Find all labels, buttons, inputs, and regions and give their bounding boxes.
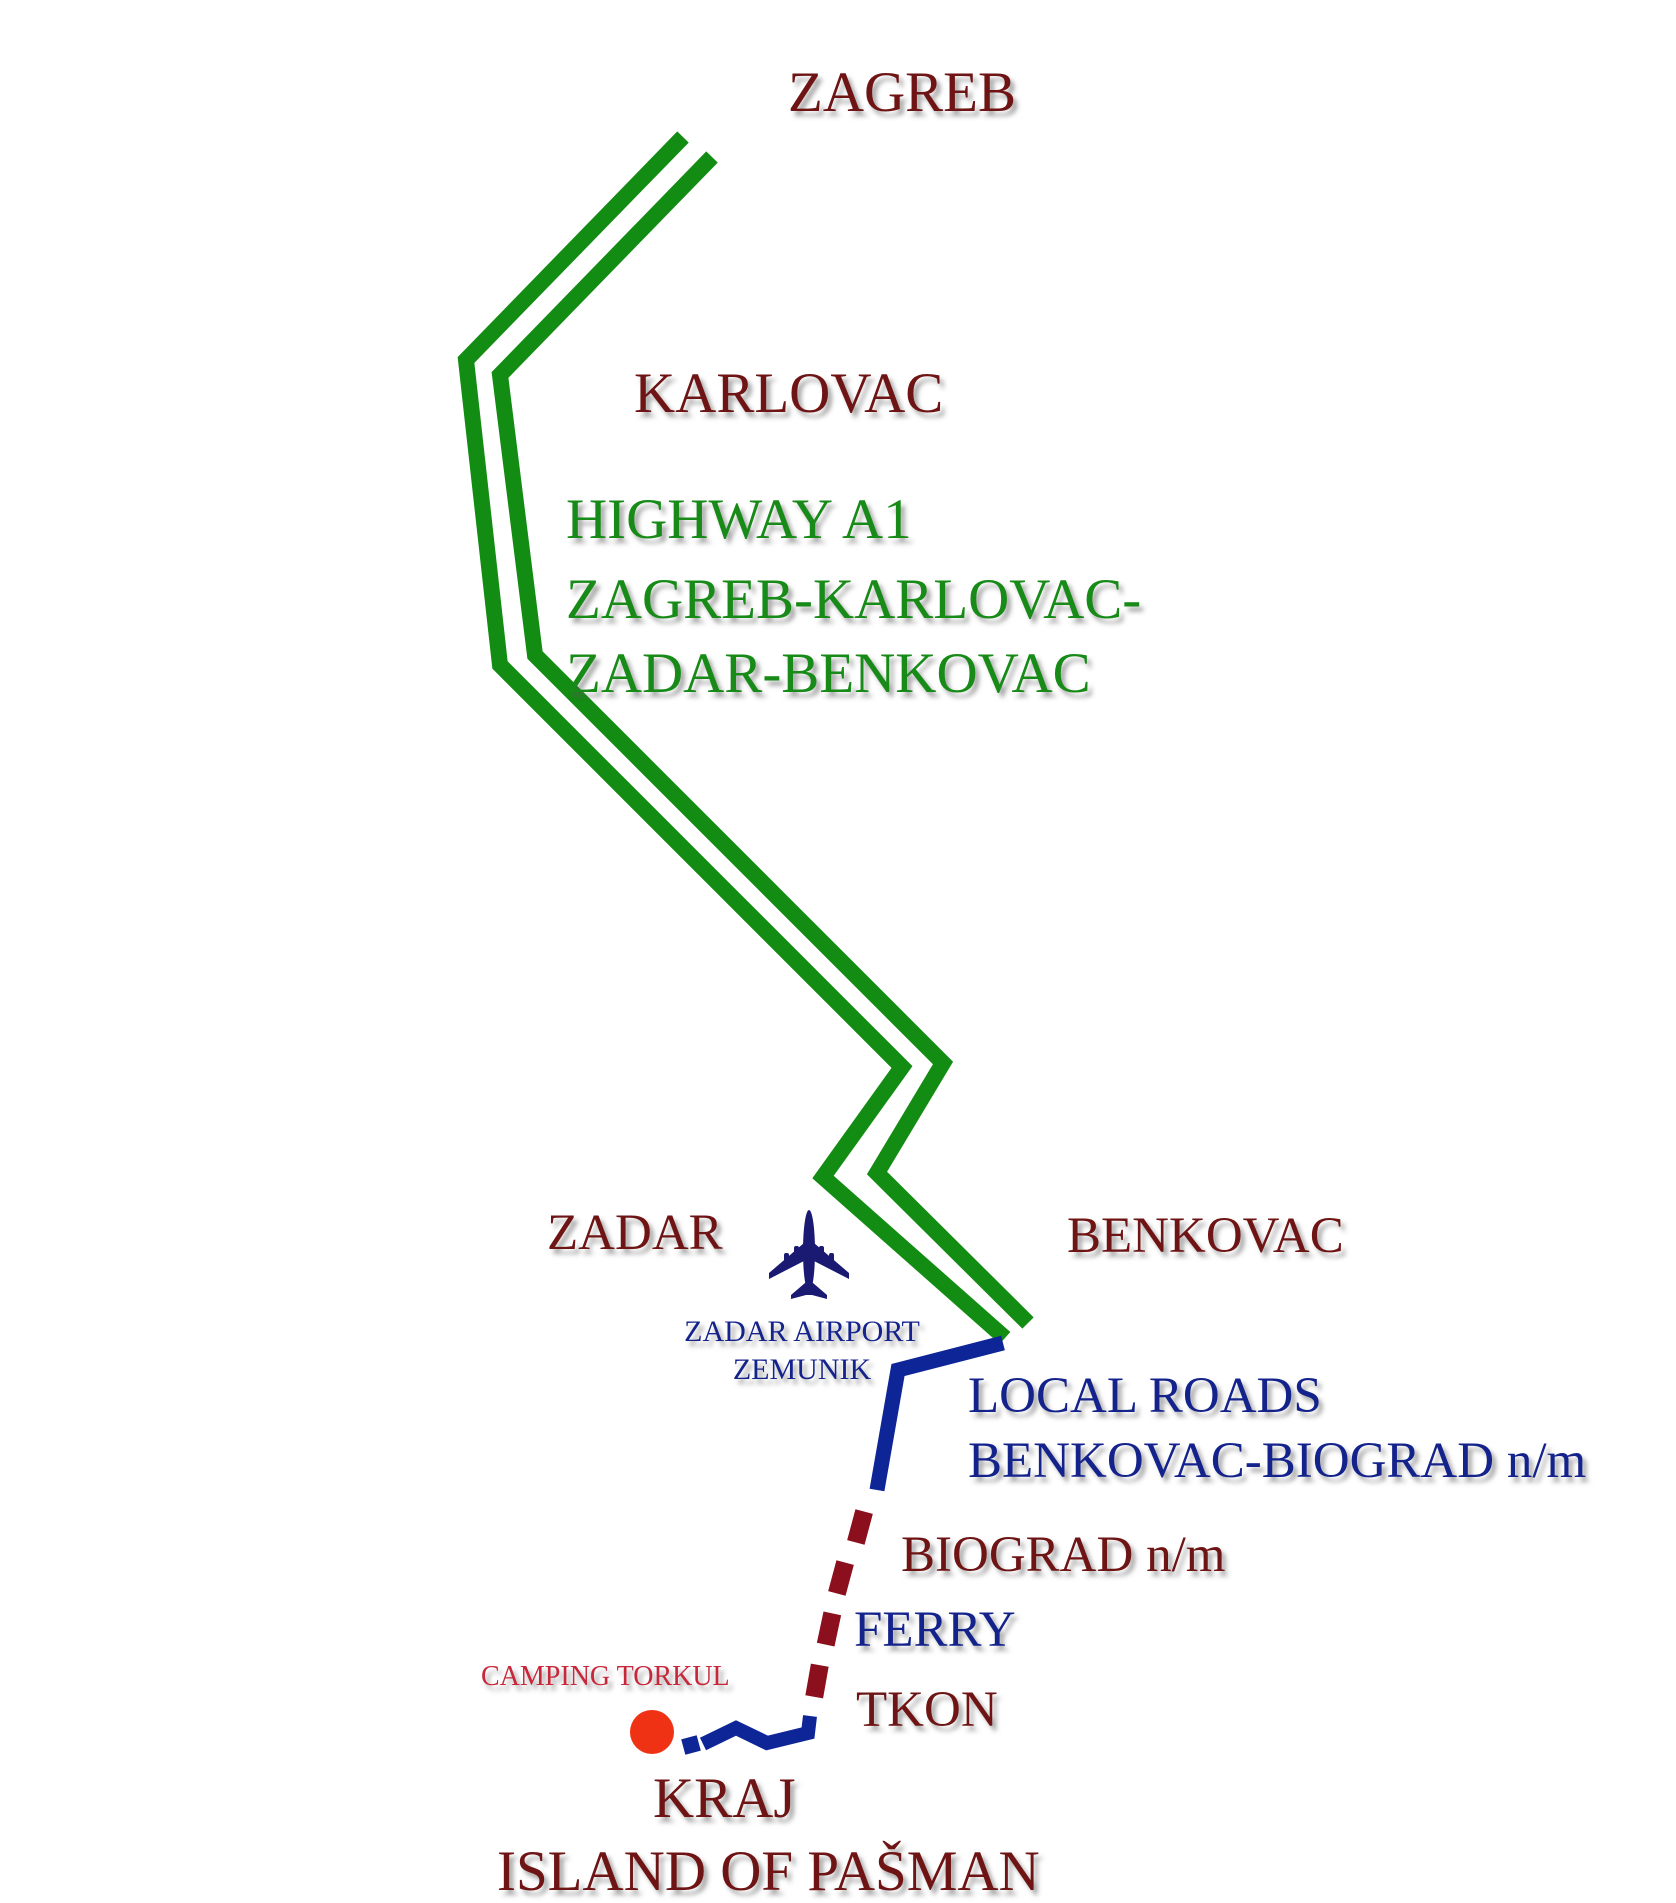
highway-label-line2: ZAGREB-KARLOVAC- [566,568,1142,631]
highway-label-line3: ZADAR-BENKOVAC [566,642,1091,705]
local-roads-label-line1: LOCAL ROADS [968,1368,1322,1424]
label-tkon: TKON [856,1682,998,1738]
label-ferry: FERRY [854,1602,1016,1658]
island-road [681,1715,817,1755]
camping-marker [630,1710,674,1754]
label-camping-torkul: CAMPING TORKUL [481,1661,730,1692]
airport-label: ZADAR AIRPORT ZEMUNIK [662,1313,942,1389]
local-road-line [869,1335,1005,1492]
airplane-icon [769,1210,849,1299]
label-zadar: ZADAR [547,1205,723,1261]
label-island-of-pasman: ISLAND OF PAŠMAN [497,1840,1040,1903]
airport-label-line2: ZEMUNIK [732,1353,872,1386]
label-benkovac: BENKOVAC [1067,1208,1344,1264]
local-roads-label-line2: BENKOVAC-BIOGRAD n/m [968,1433,1587,1489]
label-kraj: KRAJ [653,1767,796,1830]
label-karlovac: KARLOVAC [634,362,944,425]
label-biograd: BIOGRAD n/m [901,1527,1226,1583]
highway-a1-line-right [491,151,1034,1329]
ferry-route-dashes [805,1509,873,1699]
highway-label-line1: HIGHWAY A1 [566,488,912,551]
label-zagreb: ZAGREB [788,61,1016,124]
airport-label-line1: ZADAR AIRPORT [684,1315,920,1348]
highway-a1-line-left [457,131,1011,1344]
